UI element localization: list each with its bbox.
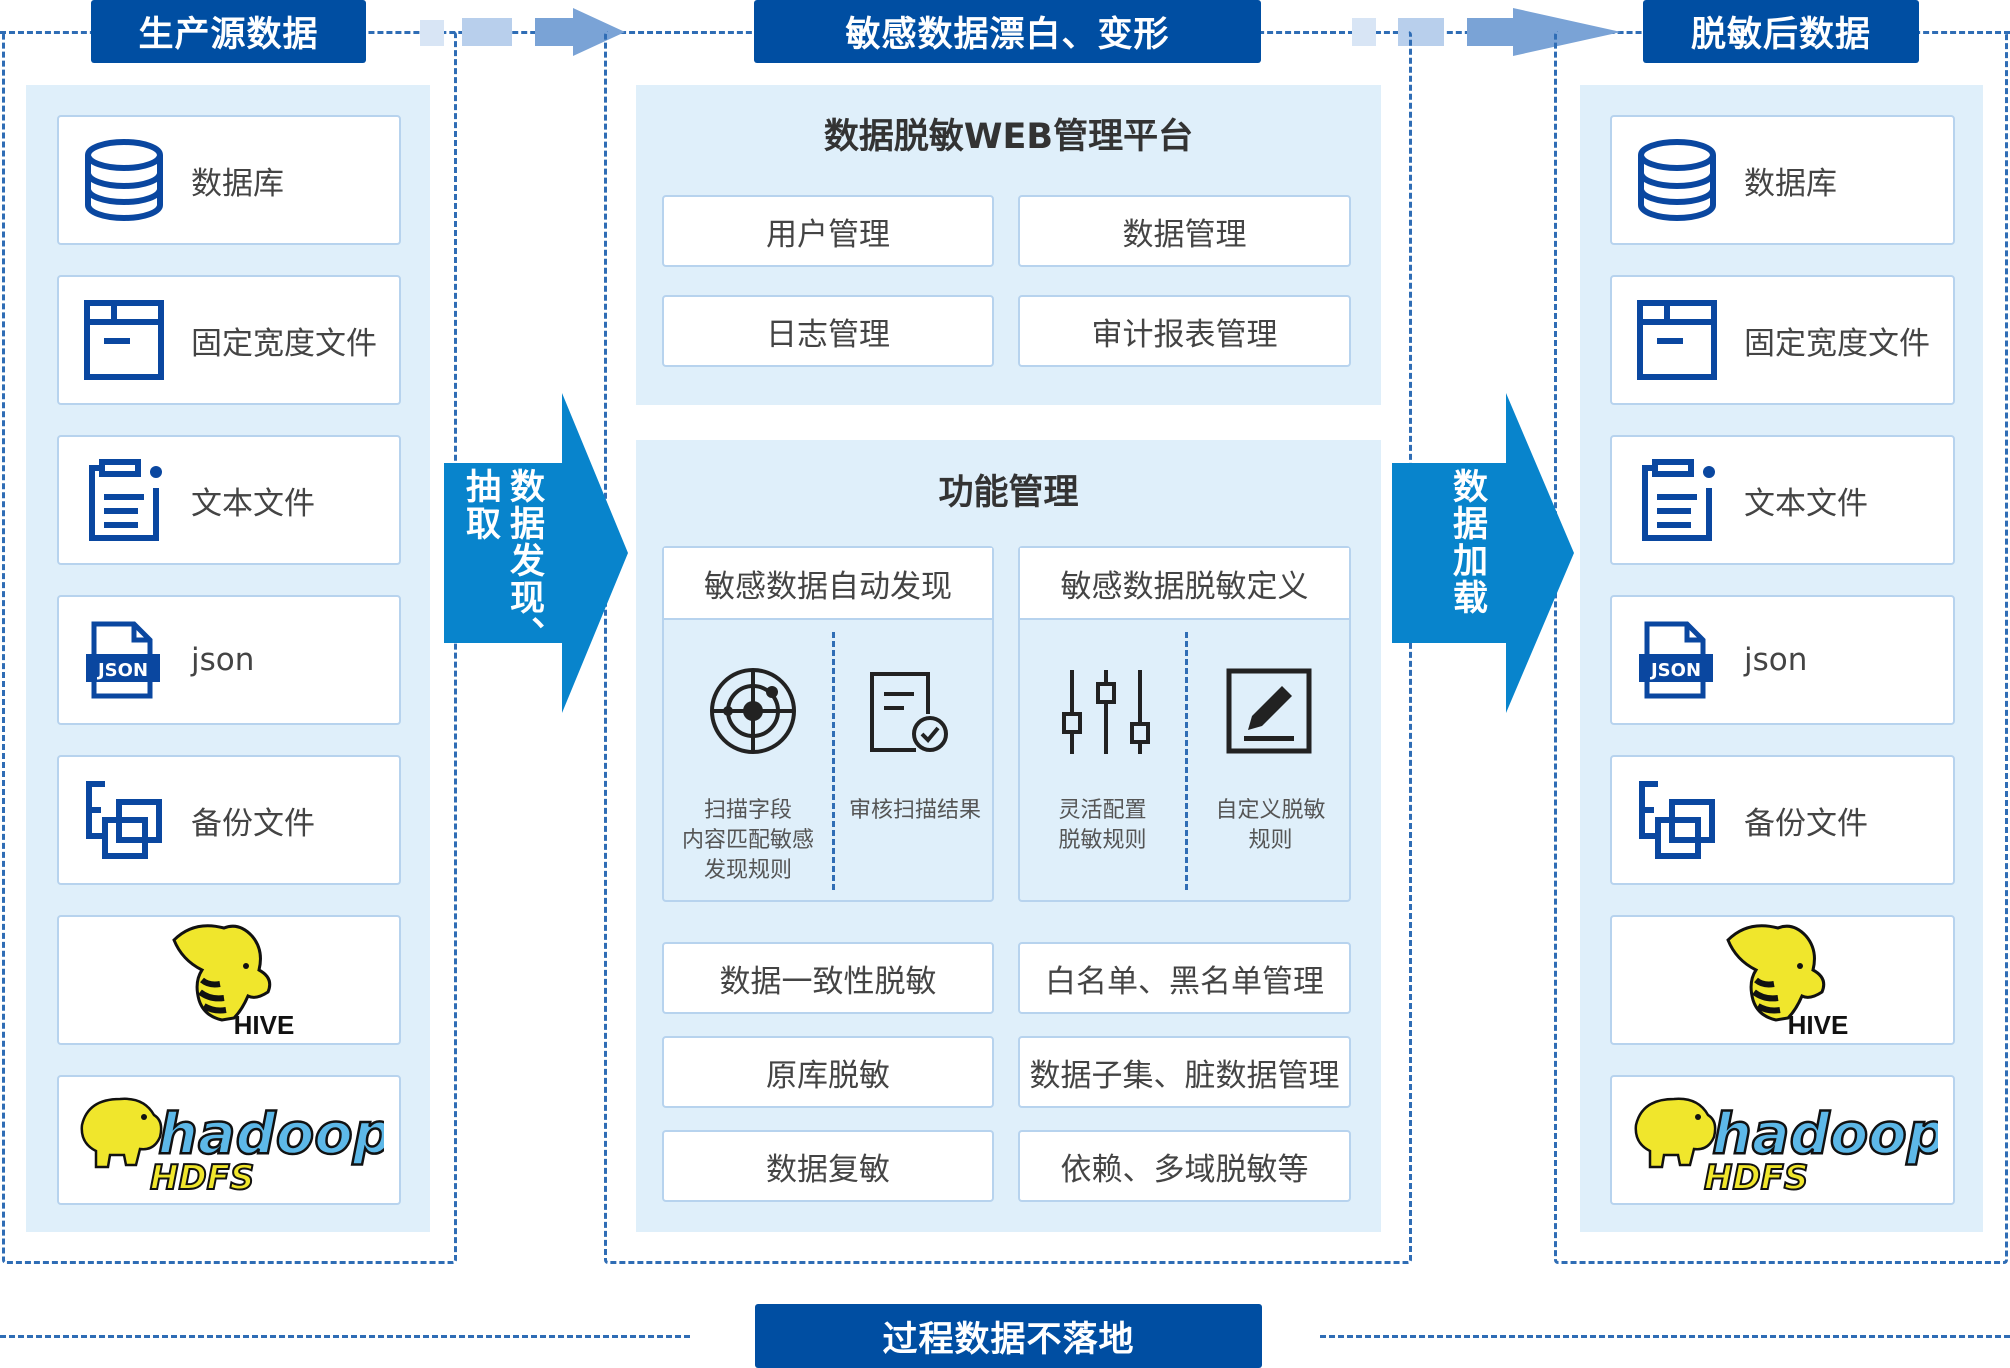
- json-badge-text: JSON: [1649, 660, 1701, 681]
- log-management-button[interactable]: 日志管理: [662, 295, 994, 367]
- feature-line: 灵活配置: [1058, 798, 1147, 823]
- web-platform-title: 数据脱敏WEB管理平台: [823, 117, 1194, 157]
- consistency-masking-button[interactable]: 数据一致性脱敏: [662, 942, 994, 1014]
- hadoop-logo-text: hadoop: [158, 1102, 384, 1167]
- backup-file-icon: [79, 775, 169, 865]
- extract-arrow-label: 数据发现、抽取: [460, 468, 544, 653]
- radar-scan-icon: [710, 668, 796, 754]
- target-card-label: 固定宽度文件: [1744, 325, 1930, 362]
- target-card-label: 文本文件: [1744, 485, 1868, 522]
- footer-dashed-line-left: [0, 1335, 690, 1338]
- source-stage-header: 生产源数据: [91, 0, 366, 63]
- feature-line: 自定义脱敏: [1215, 798, 1326, 823]
- footer-dashed-line-right: [1320, 1335, 2010, 1338]
- feature-line: 规则: [1248, 828, 1293, 853]
- custom-rule-text: 自定义脱敏 规则: [1188, 796, 1353, 856]
- source-card-backup-file[interactable]: 备份文件: [57, 755, 401, 885]
- target-card-hive[interactable]: HIVE: [1610, 915, 1955, 1045]
- source-card-fixed-width-file[interactable]: 固定宽度文件: [57, 275, 401, 405]
- target-card-fixed-width-file[interactable]: 固定宽度文件: [1610, 275, 1955, 405]
- edit-pencil-icon: [1226, 668, 1312, 754]
- hadoop-hdfs-logo: hadoop HDFS: [1634, 1097, 1938, 1195]
- whitelist-blacklist-button[interactable]: 白名单、黑名单管理: [1018, 942, 1351, 1014]
- hive-logo-text: HIVE: [234, 1010, 294, 1040]
- fixed-width-file-icon: [79, 295, 169, 385]
- target-stage-box: [1554, 31, 2008, 1264]
- source-card-label: 固定宽度文件: [191, 325, 377, 362]
- audit-report-management-button[interactable]: 审计报表管理: [1018, 295, 1351, 367]
- in-place-masking-button[interactable]: 原库脱敏: [662, 1036, 994, 1108]
- audit-check-document-icon: [870, 672, 948, 752]
- load-arrow-label: 数据加载: [1447, 468, 1487, 616]
- hive-logo: HIVE: [172, 924, 294, 1040]
- text-file-icon: [1632, 455, 1722, 545]
- process-stage-header: 敏感数据漂白、变形: [754, 0, 1261, 63]
- target-card-json[interactable]: JSON json: [1610, 595, 1955, 725]
- data-management-button[interactable]: 数据管理: [1018, 195, 1351, 267]
- feature-line: 发现规则: [703, 858, 792, 883]
- flow-fragment: [1398, 18, 1444, 46]
- section-divider: [832, 632, 835, 890]
- source-card-hadoop[interactable]: hadoop HDFS: [57, 1075, 401, 1205]
- data-remasking-button[interactable]: 数据复敏: [662, 1130, 994, 1202]
- target-card-label: 数据库: [1744, 165, 1837, 202]
- source-card-label: 数据库: [191, 165, 284, 202]
- feature-line: 扫描字段: [703, 798, 792, 823]
- sliders-config-icon: [1062, 670, 1150, 754]
- target-card-backup-file[interactable]: 备份文件: [1610, 755, 1955, 885]
- text-file-icon: [79, 455, 169, 545]
- section-divider: [1185, 632, 1188, 890]
- target-card-hadoop[interactable]: hadoop HDFS: [1610, 1075, 1955, 1205]
- extract-arrow-icon: [444, 393, 628, 713]
- flow-arrow-icon: [535, 8, 625, 56]
- json-file-icon: JSON: [1632, 615, 1722, 705]
- flow-fragment: [420, 20, 444, 46]
- hadoop-hdfs-logo: hadoop HDFS: [80, 1097, 384, 1195]
- masking-definition-section: 敏感数据脱敏定义 灵活配置 脱敏规则 自定义脱敏 规则: [1018, 546, 1351, 902]
- masking-definition-title: 敏感数据脱敏定义: [1020, 548, 1349, 620]
- hdfs-logo-text: HDFS: [150, 1158, 254, 1195]
- source-card-label: 文本文件: [191, 485, 315, 522]
- auto-discovery-title: 敏感数据自动发现: [664, 548, 992, 620]
- flow-arrow-icon: [1467, 8, 1621, 56]
- hadoop-logo-text: hadoop: [1712, 1102, 1938, 1167]
- fixed-width-file-icon: [1632, 295, 1722, 385]
- subset-dirty-data-button[interactable]: 数据子集、脏数据管理: [1018, 1036, 1351, 1108]
- target-card-label: json: [1744, 642, 1808, 678]
- target-card-label: 备份文件: [1744, 805, 1868, 842]
- audit-scan-text: 审核扫描结果: [834, 796, 996, 826]
- source-card-label: json: [191, 642, 255, 678]
- target-stage-header: 脱敏后数据: [1643, 0, 1919, 63]
- footer-banner: 过程数据不落地: [755, 1304, 1262, 1368]
- dependency-multidomain-button[interactable]: 依赖、多域脱敏等: [1018, 1130, 1351, 1202]
- target-card-text-file[interactable]: 文本文件: [1610, 435, 1955, 565]
- feature-line: 审核扫描结果: [848, 798, 981, 823]
- process-stage-box: [604, 31, 1412, 1264]
- scan-rule-text: 扫描字段 内容匹配敏感 发现规则: [664, 796, 832, 886]
- json-file-icon: JSON: [79, 615, 169, 705]
- feature-line: 内容匹配敏感: [681, 828, 814, 853]
- user-management-button[interactable]: 用户管理: [662, 195, 994, 267]
- source-card-json[interactable]: JSON json: [57, 595, 401, 725]
- hive-logo: HIVE: [1725, 924, 1848, 1040]
- source-stage-box: [2, 31, 457, 1264]
- flow-fragment: [462, 18, 512, 46]
- source-card-database[interactable]: 数据库: [57, 115, 401, 245]
- json-badge-text: JSON: [96, 660, 148, 681]
- source-card-text-file[interactable]: 文本文件: [57, 435, 401, 565]
- load-arrow-icon: [1392, 393, 1574, 713]
- database-icon: [79, 135, 169, 225]
- flow-fragment: [1352, 18, 1376, 46]
- source-card-label: 备份文件: [191, 805, 315, 842]
- hive-logo-text: HIVE: [1787, 1010, 1847, 1040]
- database-icon: [1632, 135, 1722, 225]
- feature-line: 脱敏规则: [1058, 828, 1147, 853]
- function-management-title: 功能管理: [938, 473, 1079, 513]
- flexible-config-text: 灵活配置 脱敏规则: [1020, 796, 1185, 856]
- backup-file-icon: [1632, 775, 1722, 865]
- hdfs-logo-text: HDFS: [1704, 1158, 1808, 1195]
- auto-discovery-section: 敏感数据自动发现 扫描字段 内容匹配敏感 发现规则 审核扫描结果: [662, 546, 994, 902]
- source-card-hive[interactable]: HIVE: [57, 915, 401, 1045]
- target-card-database[interactable]: 数据库: [1610, 115, 1955, 245]
